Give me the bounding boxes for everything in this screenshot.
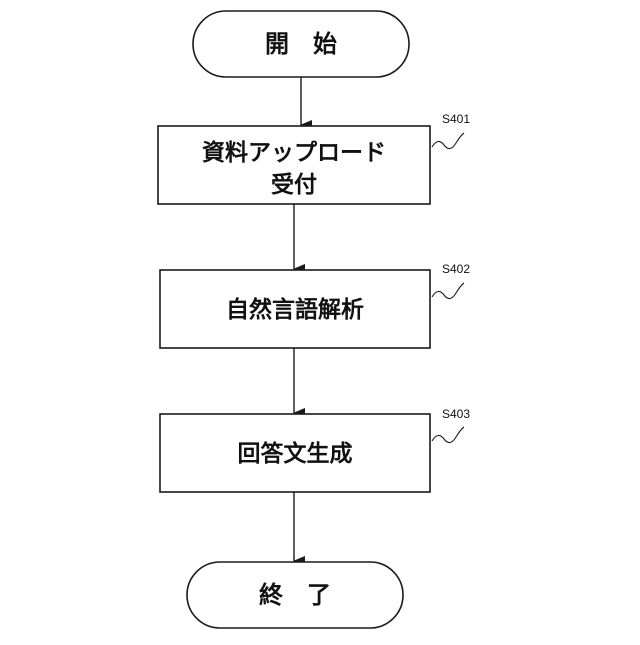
end-terminal: 終 了 [187, 562, 403, 628]
process-box-s403: 回答文生成 [160, 414, 430, 492]
step-id-s401: S401 [442, 112, 470, 126]
process-label-s403: 回答文生成 [238, 440, 353, 467]
process-label-s401-line2: 受付 [271, 171, 317, 198]
start-label: 開 始 [265, 30, 337, 58]
step-id-s402: S402 [442, 262, 470, 276]
step-callout-s401: S401 [432, 112, 470, 149]
callout-squiggle-s402 [432, 283, 464, 299]
callout-squiggle-s403 [432, 427, 464, 443]
end-label: 終 了 [259, 581, 331, 609]
start-terminal: 開 始 [193, 11, 409, 77]
process-label-s402: 自然言語解析 [226, 296, 364, 323]
step-id-s403: S403 [442, 407, 470, 421]
process-box-s401: 資料アップロード 受付 [158, 126, 430, 204]
process-label-s401-line1: 資料アップロード [202, 139, 386, 166]
step-callout-s403: S403 [432, 407, 470, 443]
step-callout-s402: S402 [432, 262, 470, 299]
callout-squiggle-s401 [432, 133, 464, 149]
process-box-s402: 自然言語解析 [160, 270, 430, 348]
